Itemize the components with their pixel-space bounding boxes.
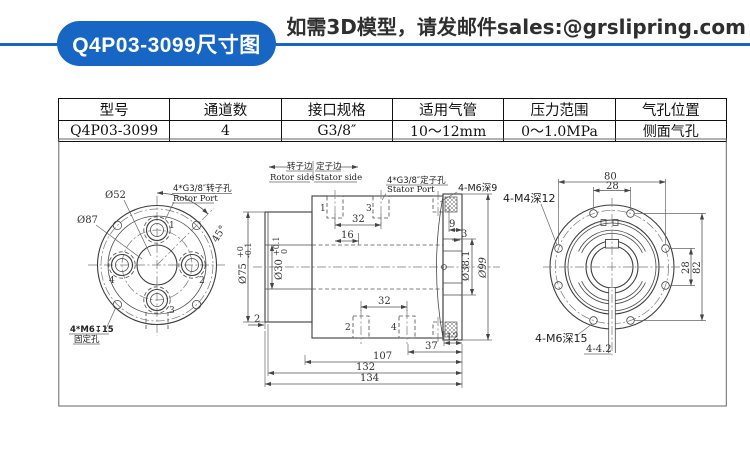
- cell-pressure: 0～1.0MPa: [503, 120, 616, 142]
- dim-dia99: Ø99: [478, 256, 489, 279]
- dim-top-32: 32: [352, 214, 365, 225]
- port-3-number: 3: [169, 306, 175, 316]
- dim-107: 107: [373, 351, 392, 362]
- fixing-holes: [112, 220, 202, 310]
- holes-4-2-label: 4-4.2: [586, 344, 612, 355]
- side-port-1: 1: [320, 204, 326, 214]
- m6-depth9-label: 4-M6深9: [458, 183, 497, 194]
- dim-12: 12: [446, 332, 459, 343]
- contact-note: 如需3D模型，请发邮件sales:@grslipring.com: [286, 15, 746, 39]
- dim-dia30-tol-up: +0.1: [272, 237, 281, 256]
- side-view: 1 3 2 4 转子边 Rotor side 定子边 Stator side 4…: [236, 161, 500, 388]
- m6-depth15-label: 4-M6深15: [535, 332, 587, 345]
- dim-2: 2: [254, 314, 260, 325]
- spec-table: 型号 通道数 接口规格 适用气管 压力范围 气孔位置 Q4P03-3099 4 …: [57, 98, 728, 142]
- left-view: 45° Ø52 Ø87 4*G3/8″转子孔 Rotor Port 4*M6↧1…: [69, 183, 232, 345]
- side-indicator: 转子边 Rotor side 定子边 Stator side: [268, 161, 362, 183]
- drawing-frame: [58, 138, 727, 407]
- side-dimensions: 32 16 9 3 Ø38.1 Ø99 2: [236, 193, 492, 388]
- title-badge: Q4P03-3099尺寸图: [57, 21, 276, 66]
- dim-134: 134: [360, 373, 379, 384]
- fixing-holes-label: 4*M6↧15: [70, 325, 114, 335]
- dim-bot-32: 32: [378, 296, 391, 307]
- port-1-number: 1: [169, 221, 175, 231]
- cell-interface: G3/8″: [280, 120, 393, 142]
- header-accent-line: [0, 43, 750, 46]
- dim-28-right: 28: [681, 261, 692, 274]
- cell-tube: 10～12mm: [391, 120, 505, 142]
- dim-3: 3: [461, 229, 467, 240]
- stator-side-cn: 定子边: [316, 161, 342, 172]
- dim-80: 80: [604, 172, 617, 183]
- port-4-number: 4: [109, 276, 115, 286]
- dim-dia75-tol-dn: -0.1: [244, 243, 253, 258]
- m4-depth12-label: 4-M4深12: [503, 192, 555, 205]
- dim-dia75-tol-up: +0: [236, 246, 245, 258]
- rotor-side-cn: 转子边: [287, 161, 313, 172]
- stator-port-label-en: Stator Port: [387, 185, 435, 195]
- dia52-label: Ø52: [105, 190, 126, 201]
- dim-9: 9: [449, 219, 455, 230]
- dim-dia30: Ø30: [274, 259, 285, 280]
- dia87-label: Ø87: [77, 215, 98, 226]
- rotor-ports: [108, 216, 206, 314]
- stator-side-en: Stator side: [315, 173, 362, 183]
- rotor-port-label-cn: 4*G3/8″转子孔: [173, 183, 232, 194]
- col-pressure: 压力范围: [503, 98, 616, 121]
- dim-132: 132: [356, 362, 375, 373]
- dim-dia75: Ø75: [238, 263, 249, 284]
- dim-dia38: Ø38.1: [461, 251, 472, 281]
- rotor-port-label-en: Rotor Port: [173, 194, 218, 204]
- angle-45-label: 45°: [210, 224, 229, 245]
- side-port-4: 4: [391, 323, 397, 333]
- dim-28-top: 28: [606, 181, 619, 192]
- stator-port-label-cn: 4*G3/8″定子孔: [387, 175, 446, 186]
- dim-16: 16: [341, 230, 354, 241]
- cell-port-position: 侧面气孔: [614, 120, 728, 142]
- page-title: Q4P03-3099尺寸图: [72, 33, 261, 57]
- right-view: 80 28 28 82 4-M4深12 4-M6深15 4-4.2: [503, 172, 706, 358]
- fixing-holes-label2: 固定孔: [74, 334, 100, 345]
- rotor-side-en: Rotor side: [270, 173, 314, 183]
- cell-model: Q4P03-3099: [57, 120, 171, 142]
- dim-37: 37: [425, 341, 438, 352]
- dim-82: 82: [692, 261, 703, 274]
- spec-data-row: Q4P03-3099 4 G3/8″ 10～12mm 0～1.0MPa 侧面气孔: [57, 120, 728, 142]
- port-2-number: 2: [199, 276, 205, 286]
- dim-dia30-tol-dn: 0: [280, 249, 289, 254]
- side-port-3: 3: [366, 204, 372, 214]
- side-port-2: 2: [345, 323, 351, 333]
